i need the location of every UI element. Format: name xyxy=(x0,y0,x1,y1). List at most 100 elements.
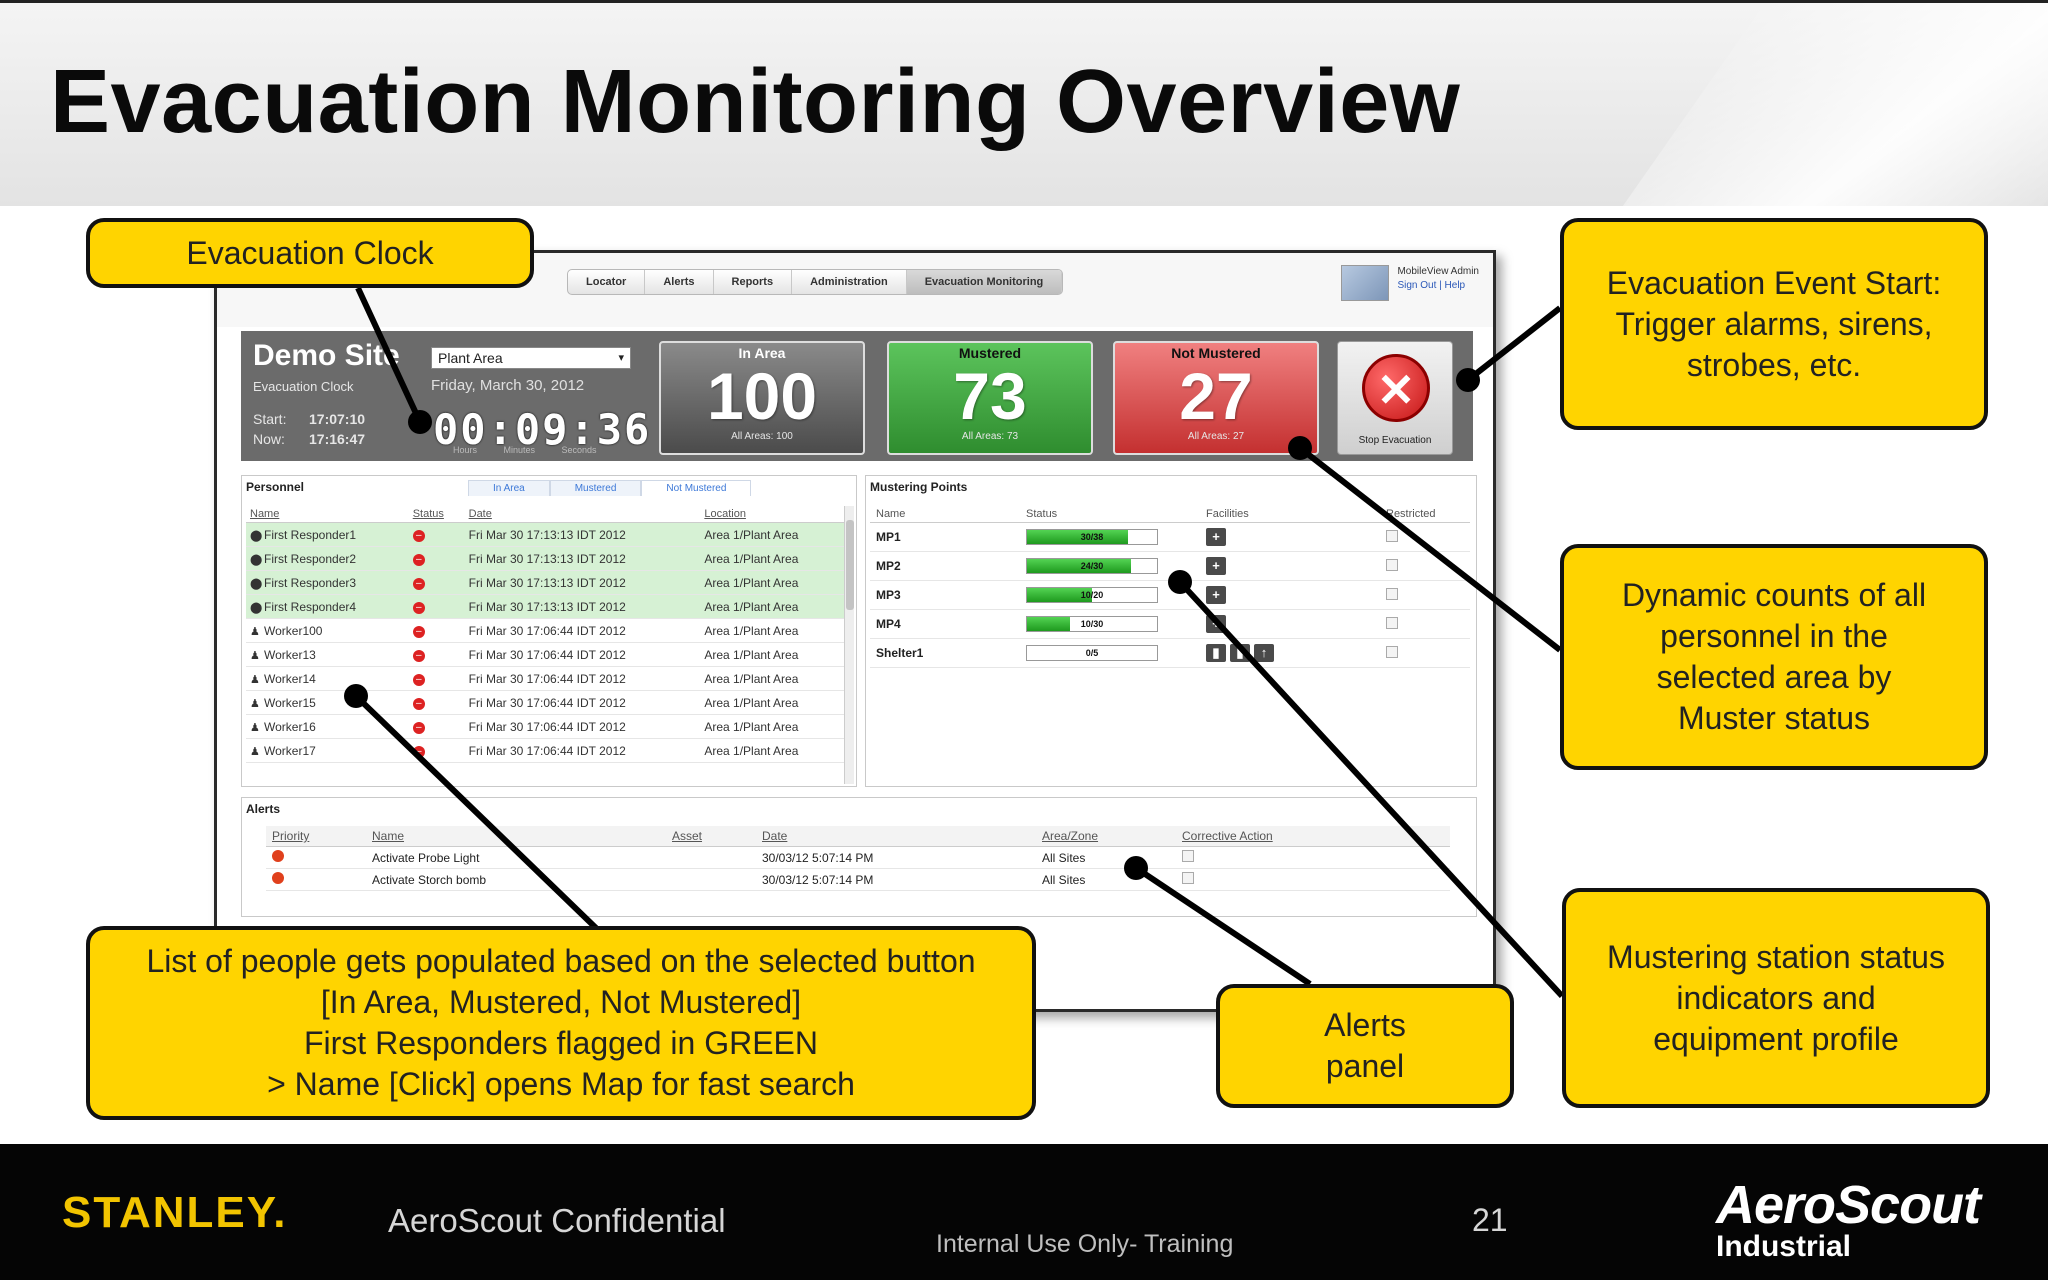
col-area-zone[interactable]: Area/Zone xyxy=(1036,826,1176,847)
col-mp-name[interactable]: Name xyxy=(870,506,1020,523)
col-priority[interactable]: Priority xyxy=(266,826,366,847)
help-link[interactable]: Help xyxy=(1444,280,1466,291)
in-area-title: In Area xyxy=(738,345,786,361)
mustered-title: Mustered xyxy=(958,345,1022,361)
table-row[interactable]: ⬤First Responder4–Fri Mar 30 17:13:13 ID… xyxy=(246,594,846,619)
action-checkbox[interactable] xyxy=(1182,872,1194,884)
not-mustered-title: Not Mustered xyxy=(1171,345,1261,361)
col-status[interactable]: Status xyxy=(408,506,465,523)
personnel-scrollbar[interactable] xyxy=(844,506,854,784)
person-name[interactable]: ⬤First Responder1 xyxy=(246,522,409,547)
signout-link[interactable]: Sign Out xyxy=(1397,280,1437,291)
start-label: Start: xyxy=(253,411,287,427)
table-row[interactable]: ⬤First Responder3–Fri Mar 30 17:13:13 ID… xyxy=(246,570,846,595)
alert-name[interactable]: Activate Probe Light xyxy=(366,846,666,869)
person-status: – xyxy=(408,618,465,643)
col-asset[interactable]: Asset xyxy=(666,826,756,847)
col-name[interactable]: Name xyxy=(246,506,409,523)
facility-icon[interactable]: ↑ xyxy=(1254,644,1274,662)
confidential-text: AeroScout Confidential xyxy=(388,1202,726,1239)
plus-icon[interactable]: + xyxy=(1206,557,1226,575)
plus-icon[interactable]: + xyxy=(1206,528,1226,546)
responder-icon: ⬤ xyxy=(250,577,263,590)
alert-name[interactable]: Activate Storch bomb xyxy=(366,868,666,891)
person-name[interactable]: ♟Worker15 xyxy=(246,690,409,715)
tab-not-mustered[interactable]: Not Mustered xyxy=(641,480,752,496)
facility-icon[interactable]: ▮ xyxy=(1230,644,1250,662)
person-name[interactable]: ♟Worker13 xyxy=(246,642,409,667)
col-mp-status[interactable]: Status xyxy=(1020,506,1200,523)
col-mp-facilities[interactable]: Facilities xyxy=(1200,506,1380,523)
mp-name[interactable]: MP2 xyxy=(870,551,1020,581)
person-status: – xyxy=(408,642,465,667)
person-name[interactable]: ♟Worker100 xyxy=(246,618,409,643)
restricted-checkbox[interactable] xyxy=(1386,587,1398,600)
person-name[interactable]: ⬤First Responder4 xyxy=(246,594,409,619)
person-name[interactable]: ⬤First Responder2 xyxy=(246,546,409,571)
person-location: Area 1/Plant Area xyxy=(700,618,846,643)
not-mustered-status-icon: – xyxy=(412,698,425,710)
restricted-checkbox[interactable] xyxy=(1386,558,1398,571)
mp-name[interactable]: MP4 xyxy=(870,609,1020,639)
area-select[interactable]: Plant Area ▾ xyxy=(431,347,631,369)
scroll-thumb[interactable] xyxy=(846,520,854,610)
evacuation-clock: 00:09:36 xyxy=(433,405,652,454)
person-status: – xyxy=(408,522,465,547)
col-alert-date[interactable]: Date xyxy=(756,826,1036,847)
person-name[interactable]: ♟Worker14 xyxy=(246,666,409,691)
in-area-count[interactable]: In Area 100 All Areas: 100 xyxy=(659,341,865,455)
not-mustered-count[interactable]: Not Mustered 27 All Areas: 27 xyxy=(1113,341,1319,455)
tab-mustered[interactable]: Mustered xyxy=(549,480,642,496)
tab-reports[interactable]: Reports xyxy=(714,270,793,294)
tab-evacuation-monitoring[interactable]: Evacuation Monitoring xyxy=(906,270,1063,294)
col-date[interactable]: Date xyxy=(464,506,701,523)
tab-alerts[interactable]: Alerts xyxy=(645,270,714,294)
restricted-checkbox[interactable] xyxy=(1386,529,1398,542)
person-name[interactable]: ♟Worker16 xyxy=(246,714,409,739)
personnel-panel: Personnel In Area Mustered Not Mustered … xyxy=(241,475,857,787)
person-location: Area 1/Plant Area xyxy=(700,738,846,763)
col-alert-name[interactable]: Name xyxy=(366,826,666,847)
col-corrective-action[interactable]: Corrective Action xyxy=(1176,826,1450,847)
action-checkbox[interactable] xyxy=(1182,850,1194,862)
mp-name[interactable]: Shelter1 xyxy=(870,638,1020,668)
mp-name[interactable]: MP3 xyxy=(870,580,1020,610)
plus-icon[interactable]: + xyxy=(1206,586,1226,604)
person-name[interactable]: ♟Worker17 xyxy=(246,738,409,763)
col-mp-restricted[interactable]: Restricted xyxy=(1380,506,1470,523)
table-row[interactable]: ⬤First Responder1–Fri Mar 30 17:13:13 ID… xyxy=(246,522,846,547)
mp-name[interactable]: MP1 xyxy=(870,522,1020,552)
person-name[interactable]: ⬤First Responder3 xyxy=(246,570,409,595)
table-row[interactable]: ⬤First Responder2–Fri Mar 30 17:13:13 ID… xyxy=(246,546,846,571)
alert-asset xyxy=(666,868,756,891)
tab-locator[interactable]: Locator xyxy=(568,270,646,294)
tab-administration[interactable]: Administration xyxy=(792,270,907,294)
plus-icon[interactable]: + xyxy=(1206,615,1226,633)
col-location[interactable]: Location xyxy=(700,506,846,523)
person-status: – xyxy=(408,570,465,595)
tab-in-area[interactable]: In Area xyxy=(468,480,550,496)
stop-evacuation-button[interactable]: ✕ Stop Evacuation xyxy=(1337,341,1453,455)
person-status: – xyxy=(408,594,465,619)
callout-event-start: Evacuation Event Start: Trigger alarms, … xyxy=(1560,218,1988,430)
facility-icon[interactable]: ▮ xyxy=(1206,644,1226,662)
restricted-checkbox[interactable] xyxy=(1386,645,1398,658)
person-location: Area 1/Plant Area xyxy=(700,594,846,619)
mustered-count[interactable]: Mustered 73 All Areas: 73 xyxy=(887,341,1093,455)
mp-status: 30/38 xyxy=(1020,522,1200,552)
restricted-checkbox[interactable] xyxy=(1386,616,1398,629)
person-date: Fri Mar 30 17:13:13 IDT 2012 xyxy=(464,594,701,619)
